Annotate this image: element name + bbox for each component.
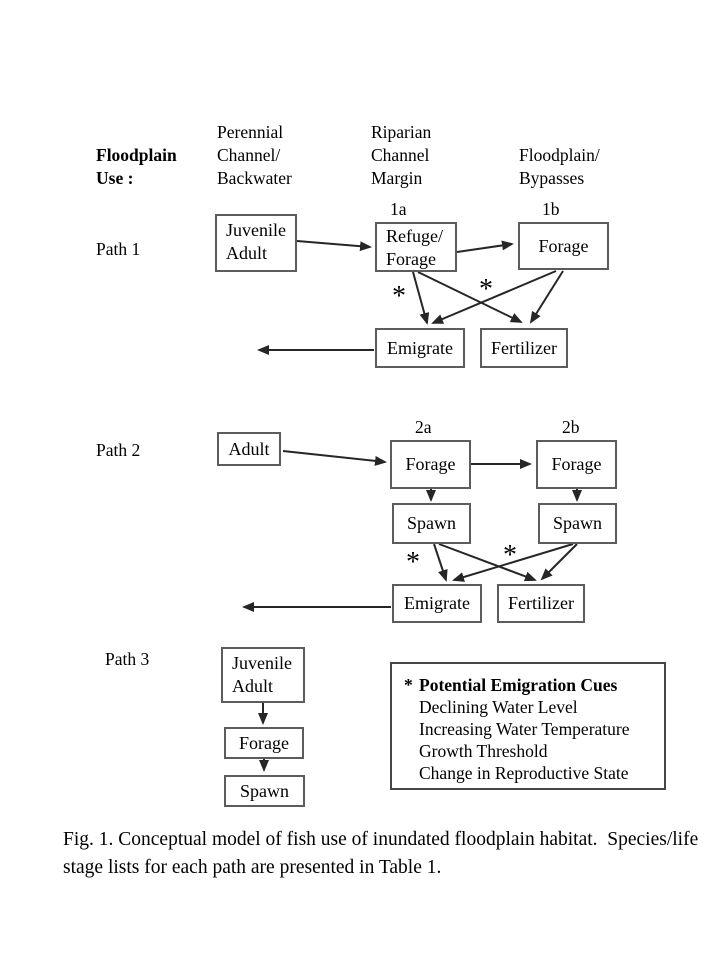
tag-1b: 1b: [542, 199, 560, 219]
arrow-p2-spawn-b-to-fertilizer: [540, 543, 578, 581]
legend-title: Potential Emigration Cues: [419, 675, 618, 695]
box-emigrate-path2: Emigrate: [392, 584, 482, 623]
path3-label: Path 3: [105, 649, 150, 669]
arrow-p1-forage-to-fertilizer: [529, 270, 564, 324]
figure-caption-line1: Fig. 1. Conceptual model of fish use of …: [63, 829, 699, 850]
box-refuge-forage-path1: Refuge/Forage: [375, 222, 457, 272]
emigration-cue-asterisk: *: [406, 547, 420, 578]
box-spawn-path2a: Spawn: [392, 503, 471, 544]
legend-item: Increasing Water Temperature: [419, 719, 630, 739]
legend-title-row: * Potential Emigration Cues: [404, 674, 664, 696]
arrow-p1-forage-to-emigrate: [431, 270, 557, 324]
box-spawn-path2b: Spawn: [538, 503, 617, 544]
box-fertilizer-path2: Fertilizer: [497, 584, 585, 623]
arrow-p1-refuge-to-emigrate: [412, 271, 430, 325]
path1-label: Path 1: [96, 239, 141, 259]
legend-item: Change in Reproductive State: [419, 763, 629, 783]
tag-1a: 1a: [390, 199, 407, 219]
legend-item: Growth Threshold: [419, 741, 548, 761]
emigration-cue-asterisk: *: [503, 540, 517, 571]
arrow-p1-refuge-to-fertilizer: [417, 271, 523, 323]
tag-2a: 2a: [415, 417, 432, 437]
arrow-p1-source-to-refuge: [296, 240, 372, 252]
box-forage-path1b: Forage: [518, 222, 609, 270]
figure-caption-line2: stage lists for each path are presented …: [63, 857, 442, 878]
legend-box: * Potential Emigration Cues Declining Wat…: [390, 662, 666, 790]
arrow-p1-refuge-to-forage: [456, 240, 514, 253]
asterisk-icon: *: [404, 675, 413, 695]
box-forage-path2b: Forage: [536, 440, 617, 489]
box-adult-path2: Adult: [217, 432, 281, 466]
arrow-p2-source-to-forage-a: [282, 450, 387, 466]
emigration-cue-asterisk: *: [392, 281, 406, 312]
box-fertilizer-path1: Fertilizer: [480, 328, 568, 368]
box-spawn-path3: Spawn: [224, 775, 305, 807]
path2-label: Path 2: [96, 440, 141, 460]
arrow-p2-spawn-a-to-fertilizer: [438, 543, 537, 582]
box-forage-path3: Forage: [224, 727, 304, 759]
box-forage-path2a: Forage: [390, 440, 471, 489]
arrow-p2-spawn-a-to-emigrate: [433, 543, 448, 582]
legend-item: Declining Water Level: [419, 697, 578, 717]
column-header-floodplain-bypasses: Floodplain/Bypasses: [519, 145, 600, 188]
tag-2b: 2b: [562, 417, 580, 437]
box-emigrate-path1: Emigrate: [375, 328, 465, 368]
emigration-cue-asterisk: *: [479, 274, 493, 305]
